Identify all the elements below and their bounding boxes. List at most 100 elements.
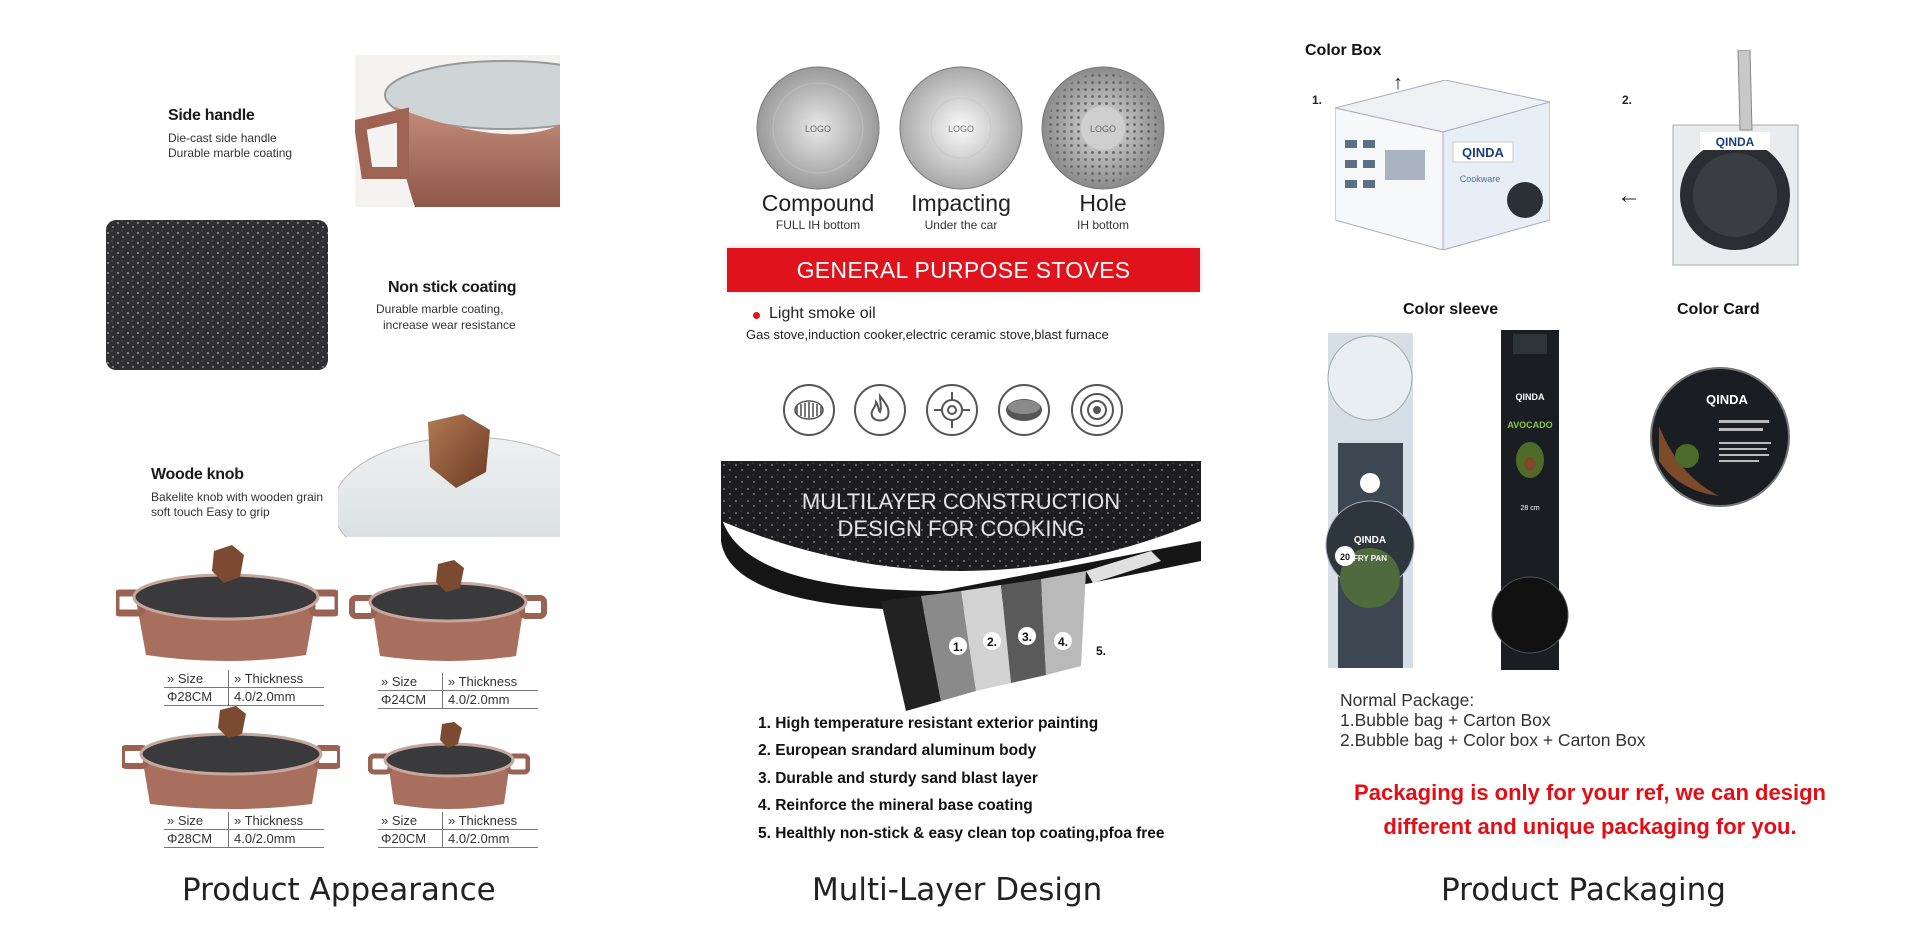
disc-label-compound: Compound [761, 190, 875, 216]
side-handle-photo [355, 55, 560, 207]
disc-label-hole: Hole [1079, 190, 1127, 216]
layer-number: 4. [1058, 635, 1068, 649]
arrow-left-icon: ← [1617, 182, 1641, 209]
card-brand-logo: QINDA [1706, 392, 1749, 407]
color-sleeve-fry-pan: QINDA FRY PAN 20 [1325, 333, 1415, 668]
sleeve-brand-logo: QINDA [1354, 535, 1386, 546]
disc-logo: LOGO [948, 124, 974, 134]
sleeve-size-badge: 20 [1340, 552, 1350, 562]
size-label: » Size [164, 670, 229, 687]
casserole-20cm-photo [368, 722, 530, 809]
wood-knob-line1: Bakelite knob with wooden grain [151, 490, 324, 504]
spec-table: » Size » Thickness Φ20CM 4.0/2.0mm [378, 812, 538, 848]
gas-burner-icon [926, 384, 978, 436]
disc-sub-compound: FULL IH bottom [775, 218, 861, 232]
packaging-note-line2: different and unique packaging for you. [1383, 814, 1797, 839]
non-stick-photo [106, 220, 328, 370]
color-sleeve-title: Color sleeve [1403, 301, 1499, 318]
spec-table: » Size » Thickness Φ28CM 4.0/2.0mm [164, 812, 324, 848]
package-option-1: 1.Bubble bag + Carton Box [1340, 710, 1551, 730]
thickness-label: » Thickness [234, 671, 304, 686]
flame-icon [854, 384, 906, 436]
thickness-value: 4.0/2.0mm [448, 831, 510, 846]
disc-sub-impacting: Under the car [924, 218, 998, 232]
non-stick-title: Non stick coating [388, 279, 517, 296]
layer-number: 5. [1096, 644, 1106, 658]
casserole-28cm-photo [116, 545, 338, 661]
shallow-casserole-28cm-photo [122, 706, 340, 809]
sleeve-fry-pan-label: FRY PAN [1353, 554, 1387, 563]
caption-multi-layer-design: Multi-Layer Design [812, 872, 1103, 908]
size-value: Φ28CM [164, 830, 229, 847]
option-number-2: 2. [1622, 93, 1633, 107]
electric-coil-icon [783, 384, 835, 436]
option-number-1: 1. [1312, 93, 1323, 107]
disc-logo: LOGO [1090, 124, 1116, 134]
stove-types-text: Gas stove,induction cooker,electric cera… [746, 327, 1109, 342]
wood-knob-title: Woode knob [151, 466, 244, 483]
sleeve-size-label: 28 cm [1520, 505, 1539, 512]
side-handle-line1: Die-cast side handle [168, 131, 277, 145]
construction-title-line1: MULTILAYER CONSTRUCTION [802, 489, 1120, 514]
compound-bottom-disc: LOGO [756, 66, 880, 190]
thickness-label: » Thickness [448, 813, 518, 828]
caption-product-appearance: Product Appearance [182, 872, 496, 908]
color-box-image: QINDA Cookware [1335, 80, 1550, 250]
wood-knob-photo [338, 414, 560, 537]
thickness-label: » Thickness [234, 813, 304, 828]
size-value: Φ24CM [378, 691, 443, 708]
construction-title-line2: DESIGN FOR COOKING [838, 516, 1085, 541]
general-purpose-stoves-banner: GENERAL PURPOSE STOVES [727, 248, 1200, 292]
size-value: Φ20CM [378, 830, 443, 847]
thickness-value: 4.0/2.0mm [234, 831, 296, 846]
size-label: » Size [164, 812, 229, 829]
box-cookware-label: Cookware [1460, 174, 1501, 184]
arrow-up-icon: ↑ [1393, 72, 1403, 94]
color-card-image: QINDA [1650, 367, 1790, 507]
non-stick-line2: increase wear resistance [383, 318, 516, 332]
sleeve-brand-logo: QINDA [1516, 392, 1546, 402]
packaging-note-line1: Packaging is only for your ref, we can d… [1354, 780, 1826, 805]
layer-number: 2. [987, 635, 997, 649]
feature-item: 3. Durable and sturdy sand blast layer [758, 770, 1038, 787]
non-stick-line1: Durable marble coating, [376, 302, 504, 316]
color-sleeve-avocado: QINDA AVOCADO 28 cm [1491, 330, 1569, 670]
thickness-value: 4.0/2.0mm [448, 692, 510, 707]
box-brand-logo: QINDA [1462, 145, 1505, 160]
spec-table: » Size » Thickness Φ28CM 4.0/2.0mm [164, 670, 324, 706]
spec-table: » Size » Thickness Φ24CM 4.0/2.0mm [378, 673, 538, 709]
size-label: » Size [378, 673, 443, 690]
normal-package-label: Normal Package: [1340, 690, 1475, 710]
disc-label-impacting: Impacting [911, 190, 1011, 216]
side-handle-title: Side handle [168, 107, 255, 124]
size-label: » Size [378, 812, 443, 829]
impacting-bottom-disc: LOGO [899, 66, 1023, 190]
pan-box-brand-logo: QINDA [1716, 135, 1755, 149]
layer-number: 3. [1022, 630, 1032, 644]
thickness-label: » Thickness [448, 674, 518, 689]
multilayer-construction-graphic: 1. 2. 3. 4. 5. MULTILAYER CONSTRUCTION D… [721, 461, 1201, 716]
ceramic-plate-icon [998, 384, 1050, 436]
layer-number: 1. [953, 640, 963, 654]
feature-item: 1. High temperature resistant exterior p… [758, 715, 1099, 732]
fry-pan-box-image: QINDA [1672, 50, 1799, 266]
hole-bottom-disc: LOGO [1041, 66, 1165, 190]
bullet-dot [753, 312, 760, 319]
disc-logo: LOGO [805, 124, 831, 134]
size-value: Φ28CM [164, 688, 229, 705]
caption-product-packaging: Product Packaging [1441, 872, 1726, 908]
package-option-2: 2.Bubble bag + Color box + Carton Box [1340, 730, 1646, 750]
induction-icon [1071, 384, 1123, 436]
thickness-value: 4.0/2.0mm [234, 689, 296, 704]
feature-item: 4. Reinforce the mineral base coating [758, 797, 1033, 814]
side-handle-line2: Durable marble coating [168, 146, 293, 160]
light-smoke-oil-text: Light smoke oil [769, 305, 876, 322]
feature-item: 5. Healthly non-stick & easy clean top c… [758, 825, 1165, 842]
color-box-title: Color Box [1305, 42, 1382, 59]
wood-knob-line2: soft touch Easy to grip [151, 505, 270, 519]
color-card-title: Color Card [1677, 301, 1760, 318]
sleeve-avocado-label: AVOCADO [1507, 420, 1552, 430]
disc-sub-hole: IH bottom [1076, 218, 1130, 232]
casserole-24cm-photo [349, 560, 547, 661]
feature-item: 2. European srandard aluminum body [758, 742, 1037, 759]
